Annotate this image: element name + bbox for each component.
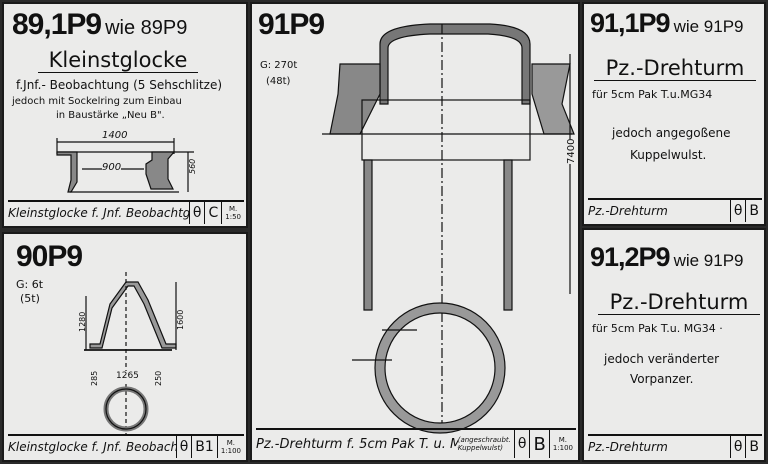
class-cell: C [204,202,221,224]
code-text: 89,1P9 [12,8,102,41]
footer-label: Pz.-Drehturm f. 5cm Pak T. u. MG34 [256,436,458,452]
scale-cell: M.1:100 [548,430,576,458]
dimension-h2: 1600 [176,309,185,330]
dimension-height: 560 [188,158,197,174]
symbol-cell: θ [175,436,192,458]
weight: G: 270t [260,60,298,71]
scale-label: M. [226,439,236,447]
dimension-width: 1400 [102,130,128,141]
panel-91p9: 91P9 G: 270t (48t) 7400 Pz.-Drehturm f. … [250,2,580,462]
title-block: Pz.-Drehturm θ B [588,198,762,222]
dimension-w1: 285 [90,370,99,386]
item-title: Pz.-Drehturm [594,56,756,81]
dimension-w2: 1265 [116,371,139,381]
item-code: 91P9 [258,8,325,41]
description-line-2: jedoch angegoßene [612,126,731,140]
class-cell: B1 [191,436,217,458]
class-cell: B [745,436,762,458]
turret-section-drawing [322,23,575,434]
class-cell: B [529,430,548,458]
scale-value: 1:50 [225,213,241,221]
reference-text: wie 89P9 [105,17,188,39]
footer-label: Kleinstglocke f. Jnf. Beobachtg. [8,440,176,454]
title-block: Kleinstglocke f. Jnf. Beobachtg. θ B1 M.… [8,434,244,458]
weight: G: 6t [16,278,44,291]
description-line-3: Vorpanzer. [630,372,694,386]
bell-section-drawing [56,138,194,193]
footer-label: Pz.-Drehturm [588,440,668,454]
description-line-1: f.Jnf.- Beobachtung (5 Sehschlitze) [16,78,223,92]
scale-cell: M.1:50 [221,202,244,224]
weight-alt: (48t) [266,76,291,87]
scale-label: M. [558,436,568,444]
weight-alt: (5t) [20,292,40,305]
scale-value: 1:100 [220,447,241,455]
reference-text: wie 91P9 [673,251,744,270]
dimension-h1: 1280 [78,311,87,332]
title-block: Pz.-Drehturm f. 5cm Pak T. u. MG34 (ange… [256,428,576,458]
footer-label: Kleinstglocke f. Jnf. Beobachtg. [8,206,189,220]
code-text: 91,2P9 [590,242,671,272]
description-line-1: für 5cm Pak T.u.MG34 [592,88,713,101]
scale-cell: M.1:100 [216,436,244,458]
footer-note: (angeschraubt.Kuppelwulst) [458,436,511,452]
footer-note-line-2: Kuppelwulst) [457,444,503,452]
item-code: 90P9 [16,240,83,273]
scale-label: M. [229,205,238,213]
item-title: Pz.-Drehturm [598,290,760,315]
footer-note-line-1: (angeschraubt. [457,436,511,444]
symbol-cell: θ [729,200,746,222]
dimension-height: 7400 [566,138,577,164]
dimension-w3: 250 [154,370,163,386]
symbol-cell: θ [513,430,530,458]
class-cell: B [745,200,762,222]
code-text: 91,1P9 [590,8,671,38]
title-block: Pz.-Drehturm θ B [588,434,762,458]
reference-text: wie 91P9 [673,17,744,36]
symbol-cell: θ [188,202,205,224]
bell-profile-drawing [84,272,177,434]
item-title: Kleinstglocke [38,48,198,73]
description-line-1: für 5cm Pak T.u. MG34 · [592,322,723,335]
description-line-3: in Baustärke „Neu B". [56,110,165,121]
panel-90p9: 90P9 G: 6t (5t) 1280 1600 285 1265 250 K… [2,232,248,462]
scale-value: 1:100 [552,444,573,452]
footer-label: Pz.-Drehturm [588,204,668,218]
description-line-2: jedoch mit Sockelring zum Einbau [12,96,182,107]
description-line-2: jedoch veränderter [604,352,720,366]
title-block: Kleinstglocke f. Jnf. Beobachtg. θ C M.1… [8,200,244,224]
symbol-cell: θ [729,436,746,458]
description-line-3: Kuppelwulst. [630,148,707,162]
dimension-inner: 900 [102,162,122,173]
